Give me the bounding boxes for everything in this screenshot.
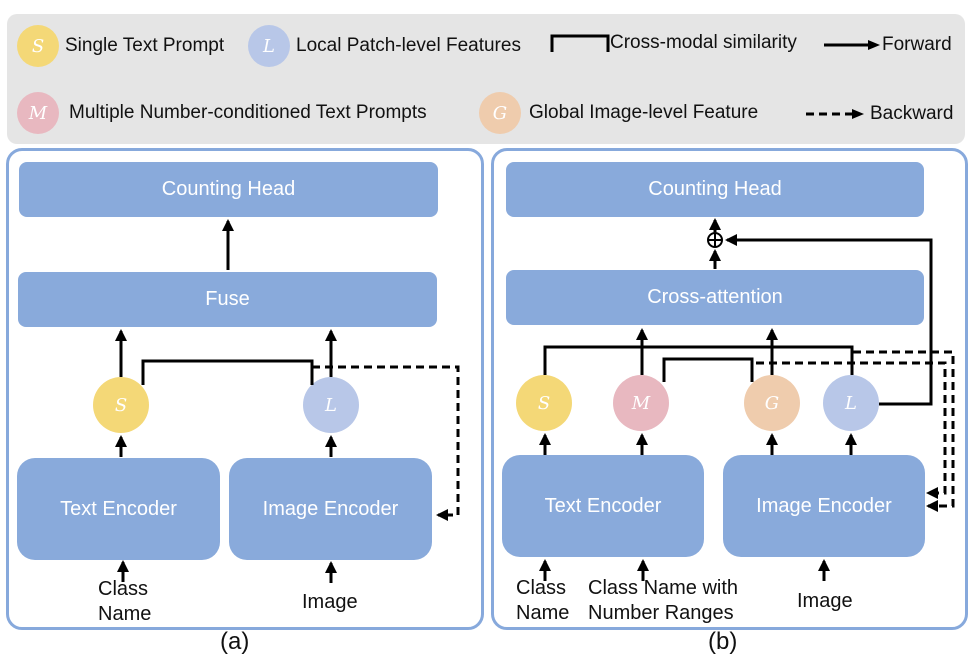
single-prompt-node: S [516,375,572,431]
legend: S Single Text Prompt L Local Patch-level… [7,14,965,144]
legend-item-global-feature: G Global Image-level Feature [479,92,758,134]
legend-label: Global Image-level Feature [529,102,759,123]
input-class-name-label: Class Name [98,578,152,625]
legend-item-single-text-prompt: S Single Text Prompt [17,25,224,67]
similarity-bracket [141,359,314,385]
input-image-label: Image [797,590,853,612]
text-encoder-block: Text Encoder [17,458,220,560]
image-encoder-block: Image Encoder [229,458,432,560]
single-prompt-node-icon: S [17,25,59,67]
residual-l-to-add [725,234,933,406]
dashed-arrow-icon [806,109,864,119]
input-class-name-label: Class Name [516,577,570,624]
legend-label: Cross-modal similarity [610,32,797,53]
bracket-connector-icon [550,34,610,52]
multiple-prompts-node: M [613,375,669,431]
text-encoder-block: Text Encoder [502,455,704,557]
counting-head-block: Counting Head [19,162,438,217]
solid-arrow-icon [824,40,880,50]
panel-a-caption: (a) [220,628,250,655]
legend-label: Backward [870,103,954,124]
cross-attention-block: Cross-attention [506,270,924,325]
legend-label: Local Patch-level Features [296,35,521,56]
counting-head-block: Counting Head [506,162,924,217]
local-feature-node: L [303,377,359,433]
global-feature-node: G [744,375,800,431]
global-feature-node-icon: G [479,92,521,134]
multiple-prompts-node-icon: M [17,92,59,134]
similarity-bracket-m-g [662,357,754,382]
backward-dashed-path [312,365,460,521]
panel-b-caption: (b) [708,628,738,655]
backward-dashed-path-1 [853,350,955,512]
input-class-name-ranges-label: Class Name with Number Ranges [588,577,739,624]
local-feature-node-icon: L [248,25,290,67]
legend-item-backward: Backward [804,103,953,125]
fuse-block: Fuse [18,272,437,327]
backward-dashed-path-2 [756,361,947,499]
legend-label: Forward [882,34,952,55]
legend-item-forward: Forward [822,34,952,56]
legend-item-cross-modal-similarity: Cross-modal similarity [550,32,797,54]
legend-item-local-features: L Local Patch-level Features [248,25,521,67]
legend-label: Multiple Number-conditioned Text Prompts [69,102,427,123]
local-feature-node: L [823,375,879,431]
similarity-bracket-s-l [543,345,854,375]
image-encoder-block: Image Encoder [723,455,925,557]
legend-item-multiple-prompts: M Multiple Number-conditioned Text Promp… [17,92,427,134]
single-prompt-node: S [93,377,149,433]
input-image-label: Image [302,591,358,613]
legend-label: Single Text Prompt [65,35,225,56]
